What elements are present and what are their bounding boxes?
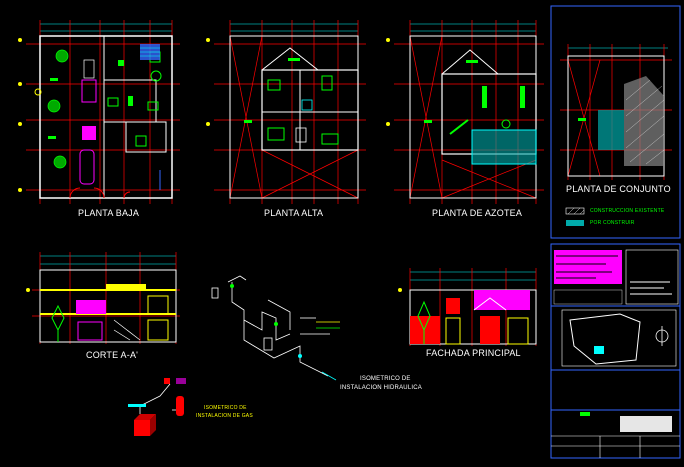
planta-azotea-title: PLANTA DE AZOTEA xyxy=(432,208,523,218)
legend-existente: CONSTRUCCION EXISTENTE xyxy=(590,208,665,214)
planta-azotea-drawing xyxy=(386,20,544,204)
planta-alta-title: PLANTA ALTA xyxy=(264,208,324,218)
corte-title: CORTE A-A' xyxy=(86,350,139,360)
planta-conjunto-drawing xyxy=(550,5,681,239)
title-block xyxy=(550,243,681,459)
isometrico-hidraulico-title-2: INSTALACION HIDRAULICA xyxy=(340,385,422,391)
fachada-drawing xyxy=(398,268,537,346)
isometrico-hidraulico-title-1: ISOMETRICO DE xyxy=(360,376,411,382)
corte-drawing xyxy=(26,252,180,344)
isometrico-gas-title-2: INSTALACION DE GAS xyxy=(196,413,253,419)
planta-baja-drawing xyxy=(18,20,180,204)
legend-por-construir: POR CONSTRUIR xyxy=(590,220,635,226)
planta-conjunto-title: PLANTA DE CONJUNTO xyxy=(566,184,671,194)
planta-baja-title: PLANTA BAJA xyxy=(78,208,140,218)
fachada-title: FACHADA PRINCIPAL xyxy=(426,348,521,358)
isometrico-gas-title-1: ISOMETRICO DE xyxy=(204,405,247,411)
isometrico-gas-drawing xyxy=(128,378,186,436)
planta-alta-drawing xyxy=(206,20,366,204)
isometrico-hidraulico-drawing xyxy=(211,275,340,381)
